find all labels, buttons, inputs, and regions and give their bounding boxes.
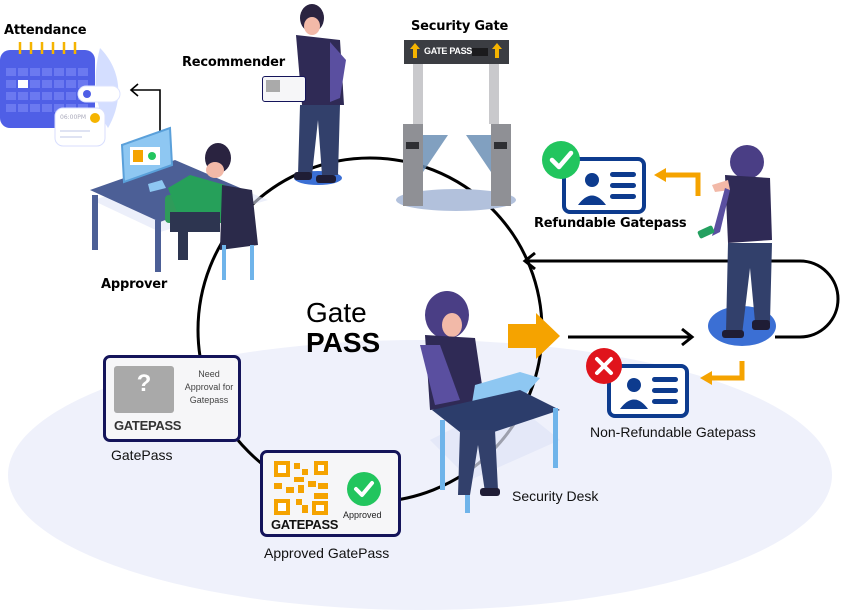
orange-bent-arrow-refundable-icon [664, 172, 701, 196]
orange-bent-arrow-nonrefundable-icon [710, 361, 745, 381]
gate-sign-text: GATE PASS [424, 46, 472, 56]
label-security-desk: Security Desk [512, 488, 599, 504]
gatepass-word: GATEPASS [114, 418, 182, 433]
gatepass-note: Need Approval for Gatepass [184, 369, 234, 405]
orange-right-arrow-icon [508, 313, 560, 359]
approved-gatepass-card: GATEPASS Approved [260, 450, 401, 537]
attendance-time: 06:00PM [60, 114, 87, 121]
center-title-line1: Gate [306, 297, 367, 328]
gatepass-card: ? GATEPASS Need Approval for Gatepass [103, 355, 241, 442]
label-gatepass: GatePass [111, 447, 173, 463]
attendance-widget: 06:00PM [0, 38, 130, 163]
center-title-line2: PASS [306, 327, 381, 358]
label-approved-gatepass: Approved GatePass [264, 545, 390, 561]
center-title: Gate PASS [306, 298, 396, 358]
question-mark-icon: ? [136, 370, 152, 397]
approved-gatepass-word: GATEPASS [271, 517, 339, 532]
up-arrow-icon [410, 43, 420, 58]
arrow-approver-to-attendance [132, 89, 161, 140]
label-attendance: Attendance [4, 23, 87, 38]
label-recommender: Recommender [182, 55, 285, 70]
label-security-gate: Security Gate [411, 19, 509, 34]
label-refundable-gatepass: Refundable Gatepass [534, 216, 687, 231]
label-approver: Approver [101, 277, 168, 292]
gatepass-placeholder-image [114, 366, 174, 413]
recommender-held-gatepass-card [262, 76, 306, 102]
label-non-refundable-gatepass: Non-Refundable Gatepass [590, 424, 756, 440]
approved-check-icon [347, 472, 381, 506]
check-badge-icon [542, 141, 580, 179]
up-arrow-icon [492, 43, 502, 58]
location-pill [77, 85, 121, 103]
qr-code-icon [274, 461, 328, 515]
approved-status: Approved [343, 510, 382, 520]
